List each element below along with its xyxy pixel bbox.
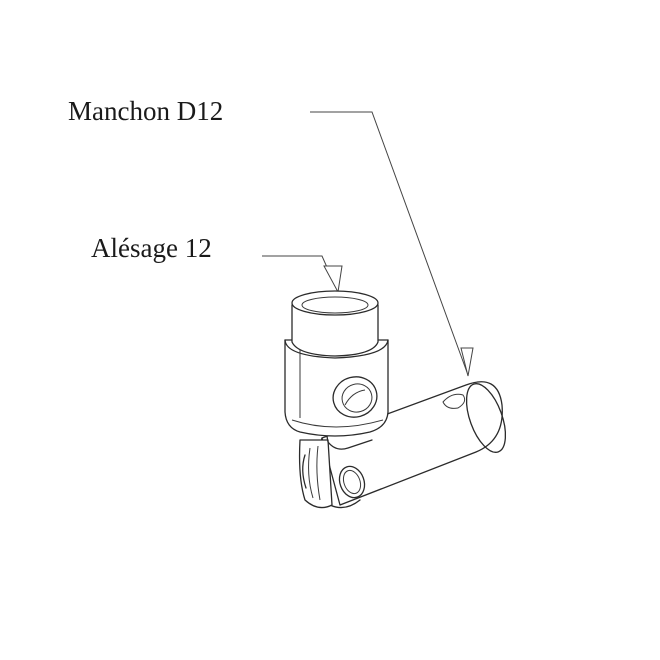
leader-manchon — [310, 111, 474, 377]
clevis-fork — [298, 424, 373, 509]
leader-alesage — [262, 255, 343, 294]
label-manchon-d12: Manchon D12 — [68, 96, 224, 126]
label-alesage-12: Alésage 12 — [91, 233, 212, 263]
sleeve-manchon — [284, 290, 389, 437]
